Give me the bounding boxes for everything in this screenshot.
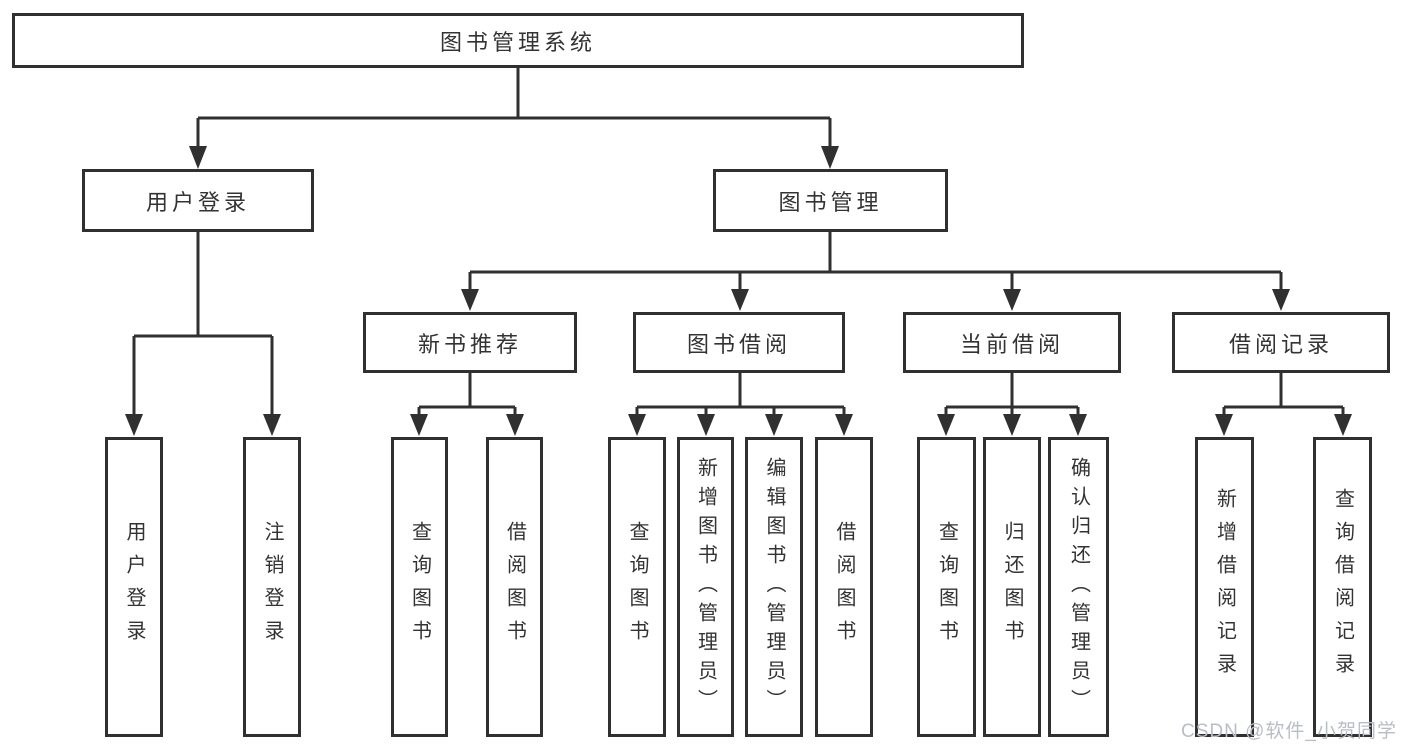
node-label: 新增图书（管理员）	[694, 456, 717, 718]
leaf-query-books: 查询图书	[608, 437, 666, 737]
arrow-down-icon	[821, 146, 839, 169]
arrow-down-icon	[731, 289, 749, 311]
node-label: 图书管理	[778, 189, 883, 215]
node-book-borrowing: 图书借阅	[633, 312, 845, 373]
arrow-down-icon	[410, 414, 428, 436]
leaf-confirm-return-admin: 确认归还（管理员）	[1048, 437, 1109, 737]
node-label: 注销登录	[261, 521, 283, 653]
edge-user-login-to-leaves	[132, 232, 274, 418]
leaf-borrow-books: 借阅图书	[486, 437, 543, 737]
leaf-add-borrow-record: 新增借阅记录	[1195, 437, 1254, 737]
leaf-query-books: 查询图书	[917, 437, 976, 737]
arrow-down-icon	[263, 414, 281, 436]
csdn-watermark: CSDN @软件_小贺同学	[1181, 721, 1397, 742]
leaf-user-login: 用户登录	[105, 437, 163, 737]
arrow-down-icon	[506, 414, 524, 436]
edge-new-rec-to-leaves	[417, 373, 517, 418]
node-library-system: 图书管理系统	[12, 13, 1024, 68]
leaf-borrow-books: 借阅图书	[815, 437, 873, 737]
node-label: 用户登录	[145, 189, 250, 215]
arrow-down-icon	[1272, 289, 1290, 311]
leaf-return-books: 归还图书	[983, 437, 1041, 737]
leaf-query-books: 查询图书	[391, 437, 448, 737]
leaf-logout: 注销登录	[243, 437, 301, 737]
node-label: 查询图书	[935, 521, 958, 653]
arrow-down-icon	[461, 289, 479, 311]
node-label: 确认归还（管理员）	[1067, 456, 1090, 718]
node-label: 编辑图书（管理员）	[763, 456, 785, 718]
node-label: 查询图书	[408, 521, 431, 653]
arrow-down-icon	[189, 146, 207, 169]
node-label: 图书管理系统	[439, 29, 596, 55]
node-label: 新增借阅记录	[1213, 488, 1236, 686]
node-label: 当前借阅	[959, 331, 1064, 357]
node-label: 图书借阅	[686, 331, 791, 357]
edge-book-borrow-to-leaves	[635, 373, 846, 418]
arrow-down-icon	[835, 414, 853, 436]
node-current-borrowing: 当前借阅	[903, 312, 1121, 373]
edge-borrow-rec-to-leaves	[1222, 373, 1345, 418]
edge-book-mgmt-to-level2	[468, 232, 1283, 292]
node-label: 查询图书	[626, 521, 648, 653]
node-user-login: 用户登录	[82, 169, 314, 232]
arrow-down-icon	[125, 414, 143, 436]
arrow-down-icon	[1334, 414, 1352, 436]
node-label: 借阅图书	[833, 521, 855, 653]
arrow-down-icon	[1003, 414, 1021, 436]
node-label: 新书推荐	[417, 331, 522, 357]
node-label: 归还图书	[1001, 521, 1023, 653]
arrow-down-icon	[765, 414, 783, 436]
leaf-edit-books-admin: 编辑图书（管理员）	[745, 437, 803, 737]
node-book-management: 图书管理	[713, 169, 948, 232]
arrow-down-icon	[1003, 289, 1021, 311]
arrow-down-icon	[1215, 414, 1233, 436]
node-label: 借阅记录	[1228, 331, 1333, 357]
node-label: 查询借阅记录	[1331, 488, 1354, 686]
arrow-down-icon	[1069, 414, 1087, 436]
arrow-down-icon	[697, 414, 715, 436]
node-label: 借阅图书	[503, 521, 526, 653]
leaf-query-borrow-record: 查询借阅记录	[1313, 437, 1372, 737]
edge-root-to-level1	[196, 68, 832, 150]
leaf-add-books-admin: 新增图书（管理员）	[677, 437, 734, 737]
edge-cur-borrow-to-leaves	[944, 373, 1080, 418]
node-borrowing-records: 借阅记录	[1172, 312, 1390, 373]
arrow-down-icon	[937, 414, 955, 436]
node-label: 用户登录	[123, 521, 145, 653]
node-new-book-recommend: 新书推荐	[363, 312, 577, 373]
arrow-down-icon	[628, 414, 646, 436]
